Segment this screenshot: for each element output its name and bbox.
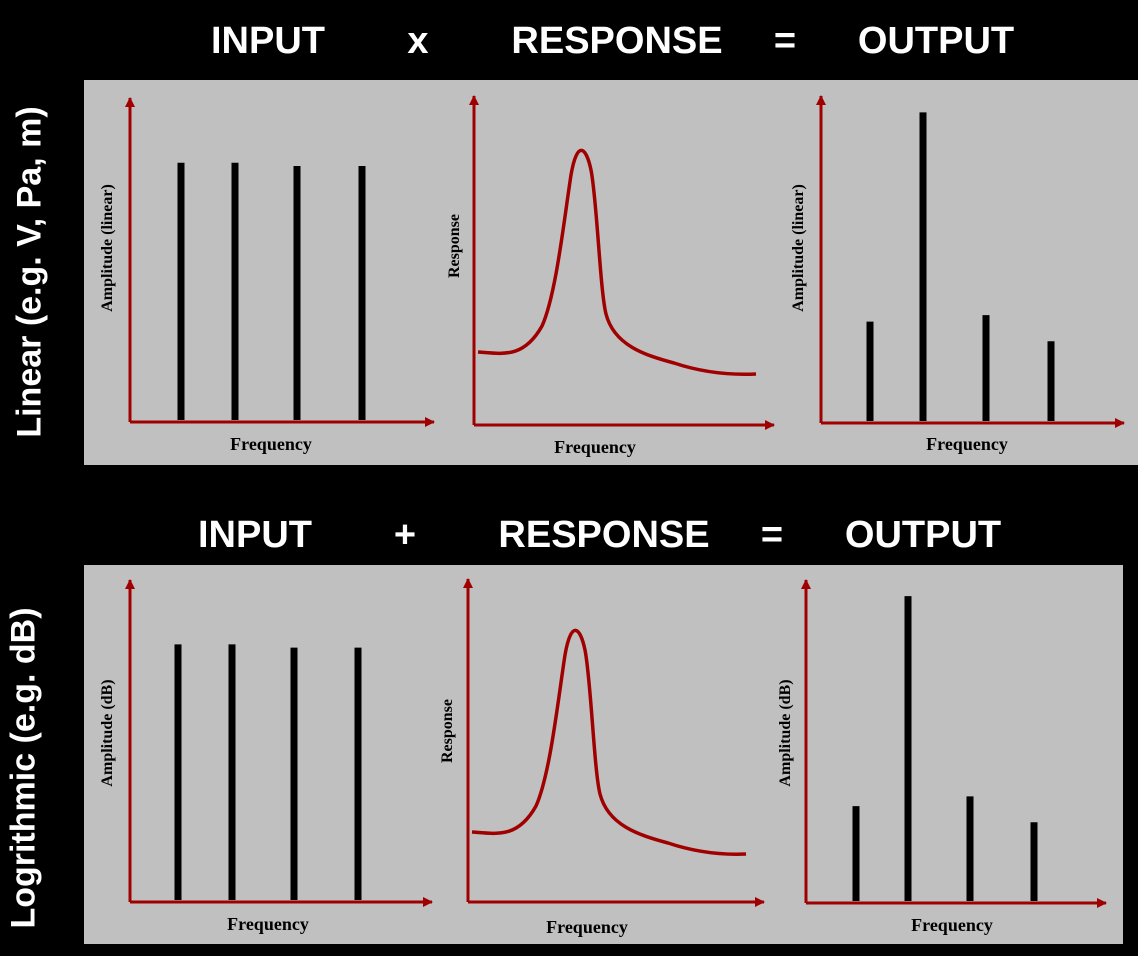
response-chart: Response Frequency — [446, 95, 775, 457]
input-chart: Amplitude (linear) Frequency — [99, 97, 435, 454]
y-axis-label: Response — [439, 699, 456, 763]
input-bars — [174, 644, 362, 900]
equation-output: OUTPUT — [857, 20, 1015, 62]
equation-response: RESPONSE — [498, 514, 710, 556]
output-chart: Amplitude (dB) Frequency — [777, 579, 1107, 935]
output-chart: Amplitude (linear) Frequency — [790, 95, 1125, 454]
x-axis-label: Frequency — [911, 915, 993, 935]
y-axis-label: Amplitude (linear) — [790, 184, 807, 312]
output-bars — [866, 112, 1055, 421]
x-axis-label: Frequency — [554, 437, 636, 457]
x-axis-label: Frequency — [227, 914, 309, 934]
output-bars — [852, 596, 1038, 901]
row-label-linear: Linear (e.g. V, Pa, m) — [10, 106, 49, 438]
input-chart: Amplitude (dB) Frequency — [99, 579, 433, 934]
logarithmic-charts: Amplitude (dB) Frequency Response Freque… — [99, 578, 1107, 937]
y-axis-label: Amplitude (dB) — [99, 679, 116, 786]
equation-output: OUTPUT — [844, 514, 1002, 556]
equation-operator: + — [393, 514, 417, 556]
response-curve — [471, 628, 747, 856]
y-axis-label: Amplitude (linear) — [99, 184, 116, 312]
equation-operator: x — [407, 20, 429, 62]
equation-response: RESPONSE — [511, 20, 723, 62]
equation-equals: = — [773, 20, 797, 62]
equation-equals: = — [760, 514, 784, 556]
response-chart: Response Frequency — [439, 578, 765, 937]
equation-input: INPUT — [211, 20, 325, 62]
response-curve — [477, 148, 757, 376]
row-label-logarithmic: Logrithmic (e.g. dB) — [4, 607, 43, 929]
panel-logarithmic: Amplitude (dB) Frequency Response Freque… — [84, 565, 1123, 944]
panel-linear: Amplitude (linear) Frequency Response Fr… — [84, 80, 1138, 465]
x-axis-label: Frequency — [926, 434, 1008, 454]
x-axis-label: Frequency — [546, 917, 628, 937]
linear-charts: Amplitude (linear) Frequency Response Fr… — [99, 95, 1125, 457]
input-bars — [177, 162, 366, 420]
x-axis-label: Frequency — [230, 434, 312, 454]
equation-input: INPUT — [198, 514, 312, 556]
y-axis-label: Response — [446, 214, 463, 278]
y-axis-label: Amplitude (dB) — [777, 679, 794, 786]
